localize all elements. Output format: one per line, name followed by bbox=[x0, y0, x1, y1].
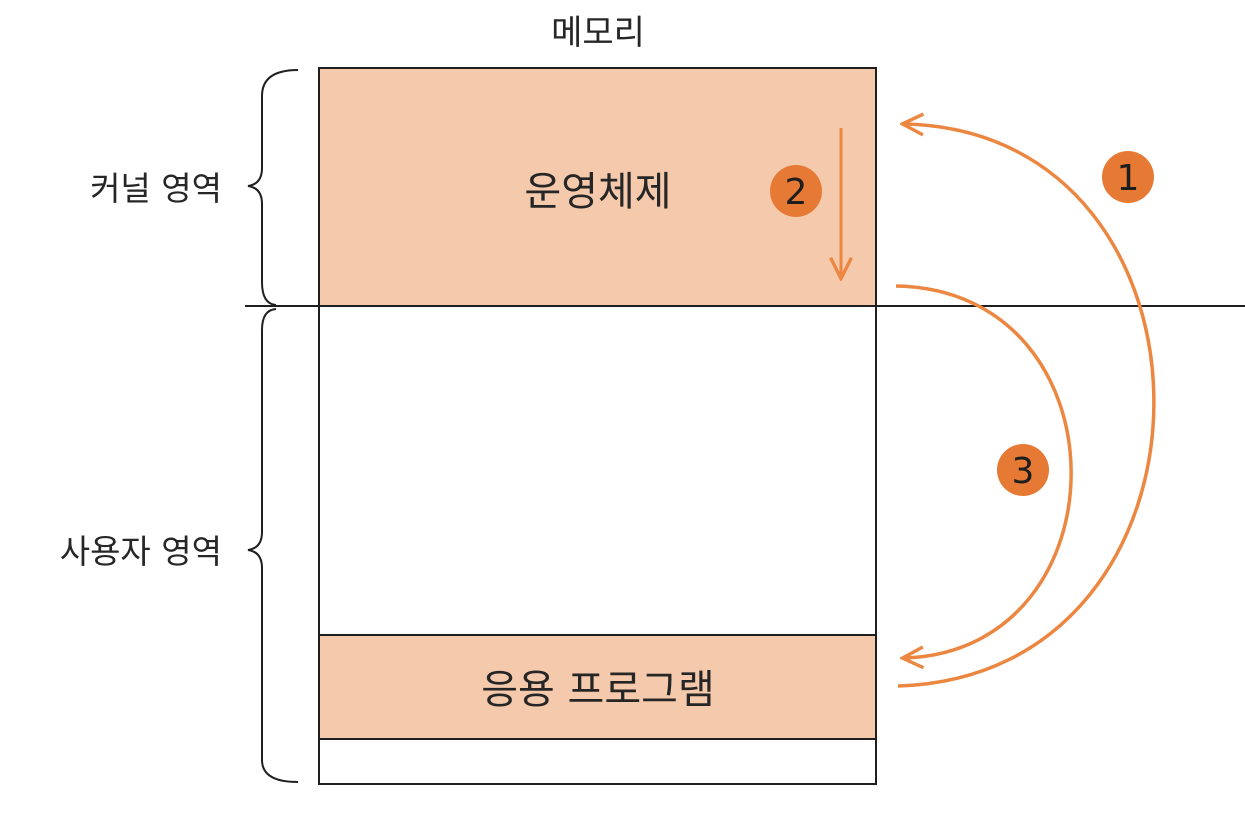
step-3-arrow bbox=[895, 284, 1073, 658]
step-1-number: 1 bbox=[1117, 158, 1140, 199]
memory-title: 메모리 bbox=[551, 13, 645, 53]
app-block bbox=[318, 634, 877, 740]
step-3-badge: 3 bbox=[997, 444, 1049, 496]
step-2-badge: 2 bbox=[770, 165, 822, 217]
step-3-number: 3 bbox=[1012, 451, 1035, 492]
os-block-label: 운영체제 bbox=[524, 169, 671, 215]
step-2-number: 2 bbox=[785, 172, 808, 213]
step-1-arrow bbox=[897, 124, 1156, 688]
step-1-badge: 1 bbox=[1102, 151, 1154, 203]
kernel-area-label: 커널 영역 bbox=[90, 169, 222, 208]
app-block-label: 응용 프로그램 bbox=[481, 667, 715, 713]
user-area-label: 사용자 영역 bbox=[60, 532, 222, 571]
kernel-area-brace bbox=[247, 69, 299, 306]
user-area-brace bbox=[247, 308, 299, 783]
